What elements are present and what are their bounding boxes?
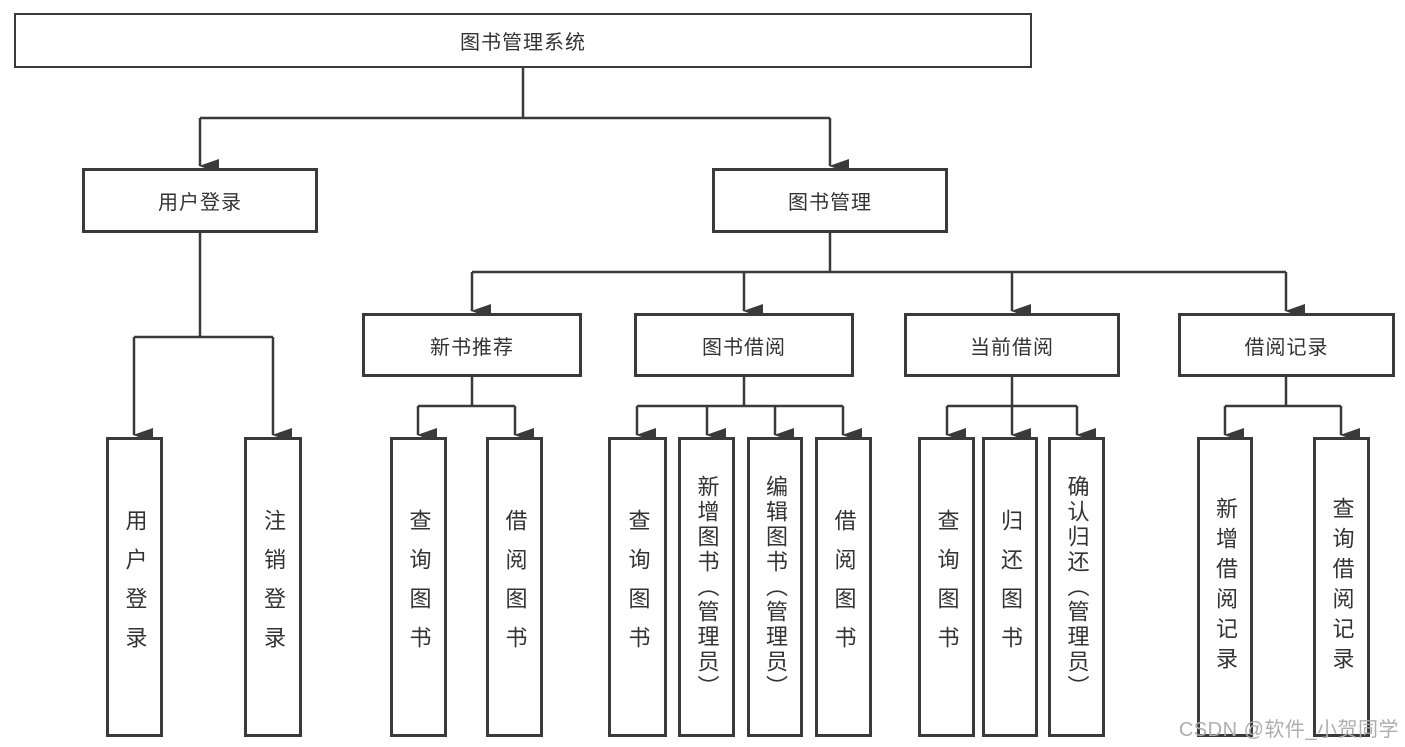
node-login-logout: 注销登录 xyxy=(244,437,302,737)
node-cb-confirm: 确认归还（管理员） xyxy=(1048,437,1105,737)
node-bb-query: 查询图书 xyxy=(608,437,667,737)
node-login: 用户登录 xyxy=(82,168,318,233)
node-label: 注销登录 xyxy=(261,509,286,665)
node-cb-query: 查询图书 xyxy=(918,437,975,737)
node-label: 确认归还（管理员） xyxy=(1064,474,1090,700)
csdn-watermark: CSDN @软件_小贺同学 xyxy=(1178,719,1399,741)
node-label: 编辑图书（管理员） xyxy=(763,474,788,700)
node-system: 图书管理系统 xyxy=(14,13,1032,68)
connector-records-branch xyxy=(1223,377,1360,442)
connector-login-branch xyxy=(132,233,292,442)
node-label: 新增借阅记录 xyxy=(1213,497,1238,677)
node-rec: 新书推荐 xyxy=(362,313,582,377)
node-label: 查询图书 xyxy=(934,509,960,665)
connector-current-branch xyxy=(945,377,1096,442)
node-label: 查询图书 xyxy=(625,509,651,665)
node-label: 查询图书 xyxy=(406,509,432,665)
node-br-query: 查询借阅记录 xyxy=(1313,437,1370,737)
connector-mgmt-branch xyxy=(470,233,1305,318)
node-bb-edit: 编辑图书（管理员） xyxy=(747,437,803,737)
node-borrow: 图书借阅 xyxy=(634,313,854,377)
node-rec-query: 查询图书 xyxy=(390,437,447,737)
connector-borrow-branch xyxy=(635,377,862,442)
node-label: 新增图书（管理员） xyxy=(694,474,720,700)
node-label: 图书借阅 xyxy=(702,336,786,359)
node-bb-add: 新增图书（管理员） xyxy=(678,437,735,737)
node-mgmt: 图书管理 xyxy=(712,168,948,233)
node-records: 借阅记录 xyxy=(1178,313,1395,377)
node-label: 图书管理系统 xyxy=(460,32,586,54)
node-rec-borrow: 借阅图书 xyxy=(486,437,543,737)
node-br-add: 新增借阅记录 xyxy=(1197,437,1253,737)
node-label: 借阅图书 xyxy=(502,509,528,665)
node-current: 当前借阅 xyxy=(904,313,1120,377)
node-label: 新书推荐 xyxy=(430,336,514,359)
connector-rec-branch xyxy=(416,377,534,442)
node-label: 图书管理 xyxy=(788,192,872,214)
node-label: 查询借阅记录 xyxy=(1329,497,1355,677)
node-login-user: 用户登录 xyxy=(106,437,163,737)
node-cb-return: 归还图书 xyxy=(982,437,1038,737)
node-label: 用户登录 xyxy=(122,509,148,665)
node-label: 用户登录 xyxy=(158,192,242,214)
node-label: 借阅图书 xyxy=(831,509,857,665)
connector-root-branch xyxy=(198,68,849,173)
node-bb-borrow: 借阅图书 xyxy=(815,437,872,737)
node-label: 当前借阅 xyxy=(970,336,1054,359)
node-label: 借阅记录 xyxy=(1244,336,1329,359)
node-label: 归还图书 xyxy=(998,509,1023,665)
